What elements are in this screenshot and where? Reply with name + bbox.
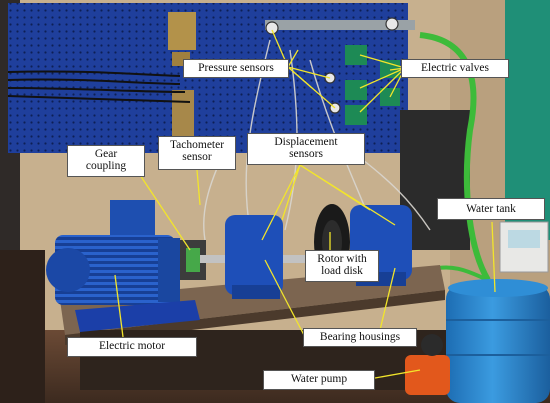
valve-block xyxy=(380,60,400,78)
label-water-tank: Water tank xyxy=(437,198,545,220)
label-gear-coupling: Gear coupling xyxy=(67,145,145,177)
pressure-gauge xyxy=(265,21,279,35)
label-displacement-sensors: Displacement sensors xyxy=(247,133,365,165)
valve-block xyxy=(345,45,367,65)
water-tank-graphic xyxy=(446,279,550,403)
water-pump-graphic xyxy=(405,334,450,395)
left-floor-dark xyxy=(0,250,45,403)
cable-bundle xyxy=(7,70,191,103)
label-tachometer-sensor: Tachometer sensor xyxy=(158,136,236,170)
valve-block xyxy=(380,88,400,106)
pressure-gauge xyxy=(324,72,336,84)
electric-motor-graphic xyxy=(46,200,200,332)
pressure-gauge xyxy=(329,102,341,114)
label-pressure-sensors: Pressure sensors xyxy=(183,59,289,78)
label-electric-motor: Electric motor xyxy=(67,337,197,357)
valve-block xyxy=(345,80,367,100)
label-water-pump: Water pump xyxy=(263,370,375,390)
upper-right-manifold xyxy=(265,20,415,30)
label-bearing-housings: Bearing housings xyxy=(303,328,417,347)
pressure-gauge xyxy=(385,17,399,31)
valve-block xyxy=(345,105,367,125)
green-hose xyxy=(419,32,491,282)
label-electric-valves: Electric valves xyxy=(401,59,509,78)
top-manifold xyxy=(168,12,196,50)
label-rotor-with-load-disk: Rotor with load disk xyxy=(305,250,379,282)
mid-manifold xyxy=(172,90,194,140)
bearing-housing-graphic xyxy=(225,215,283,299)
shaft xyxy=(200,255,400,263)
